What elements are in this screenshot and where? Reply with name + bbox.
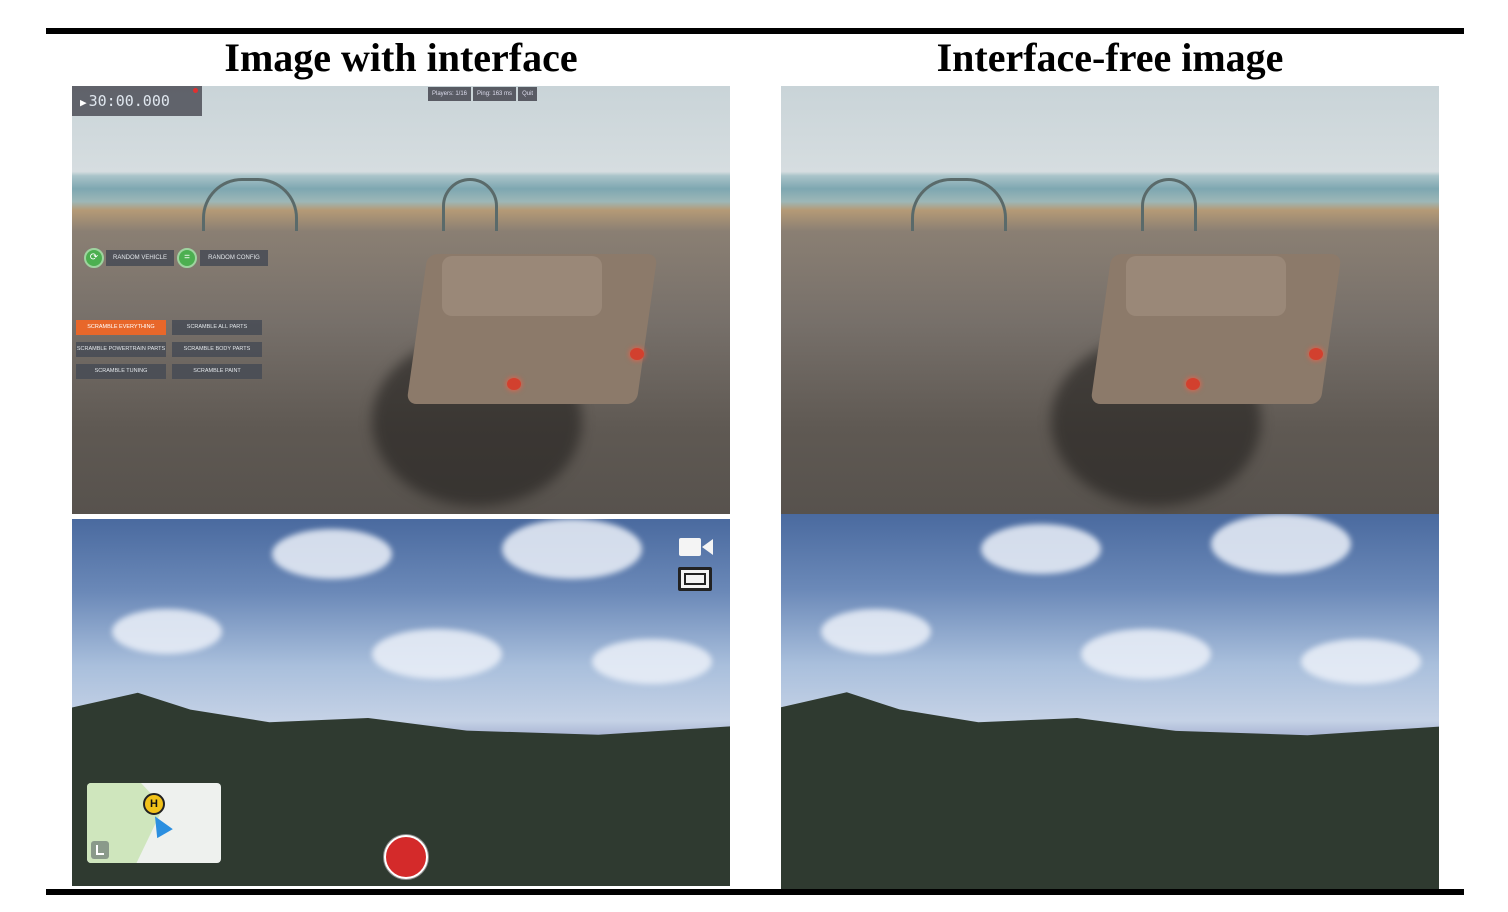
- cloud: [592, 639, 712, 684]
- minimap[interactable]: H: [87, 783, 221, 863]
- random-config-icon[interactable]: =: [177, 248, 197, 268]
- tail-light: [630, 348, 644, 360]
- random-vehicle-button[interactable]: RANDOM VEHICLE: [106, 250, 174, 266]
- drone-screenshot-clean: [781, 514, 1439, 890]
- tail-light: [507, 378, 521, 390]
- cloud: [1301, 639, 1421, 684]
- scramble-powertrain-parts-button[interactable]: SCRAMBLE POWERTRAIN PARTS: [76, 342, 166, 357]
- scramble-paint-button[interactable]: SCRAMBLE PAINT: [172, 364, 262, 379]
- scramble-body-parts-button[interactable]: SCRAMBLE BODY PARTS: [172, 342, 262, 357]
- random-vehicle-icon[interactable]: ⟳: [84, 248, 104, 268]
- top-rule: [46, 28, 1464, 34]
- bottom-rule: [46, 889, 1464, 895]
- rollercoaster-rail: [202, 178, 298, 231]
- record-indicator-icon: [193, 88, 198, 93]
- players-count: Players: 1/16: [428, 87, 472, 101]
- drone-screenshot-with-hud: H: [72, 519, 730, 886]
- scramble-everything-button[interactable]: SCRAMBLE EVERYTHING: [76, 320, 166, 335]
- multiplayer-bar: Players: 1/16 Ping: 163 ms Quit: [428, 87, 538, 101]
- ping-value: Ping: 163 ms: [473, 87, 517, 101]
- screen-frame-icon[interactable]: [678, 567, 712, 591]
- scramble-all-parts-button[interactable]: SCRAMBLE ALL PARTS: [172, 320, 262, 335]
- car-cabin: [1126, 256, 1286, 316]
- column-title-with-interface: Image with interface: [224, 35, 578, 80]
- cloud: [821, 609, 931, 654]
- race-timer: ▶30:00.000: [72, 86, 202, 116]
- video-camera-icon[interactable]: [678, 535, 714, 559]
- rollercoaster-rail: [1141, 178, 1197, 231]
- cloud: [981, 524, 1101, 574]
- tail-light: [1309, 348, 1323, 360]
- game-screenshot-clean: [781, 86, 1439, 514]
- rollercoaster-rail: [442, 178, 498, 231]
- cloud: [502, 519, 642, 579]
- quit-button[interactable]: Quit: [518, 87, 538, 101]
- timer-value: 30:00.000: [88, 92, 170, 110]
- cloud: [372, 629, 502, 679]
- column-title-interface-free: Interface-free image: [936, 35, 1284, 80]
- map-corner-icon[interactable]: [91, 841, 109, 859]
- car-cabin: [442, 256, 602, 316]
- cloud: [112, 609, 222, 654]
- cloud: [1081, 629, 1211, 679]
- play-icon[interactable]: ▶: [80, 96, 87, 109]
- cloud: [272, 529, 392, 579]
- tail-light: [1186, 378, 1200, 390]
- hills: [781, 692, 1439, 890]
- home-marker-icon: H: [143, 793, 165, 815]
- record-button[interactable]: [384, 835, 428, 879]
- game-screenshot-with-hud: ▶30:00.000 Players: 1/16 Ping: 163 ms Qu…: [72, 86, 730, 514]
- cloud: [1211, 514, 1351, 574]
- rollercoaster-rail: [911, 178, 1007, 231]
- scramble-tuning-button[interactable]: SCRAMBLE TUNING: [76, 364, 166, 379]
- random-config-button[interactable]: RANDOM CONFIG: [200, 250, 268, 266]
